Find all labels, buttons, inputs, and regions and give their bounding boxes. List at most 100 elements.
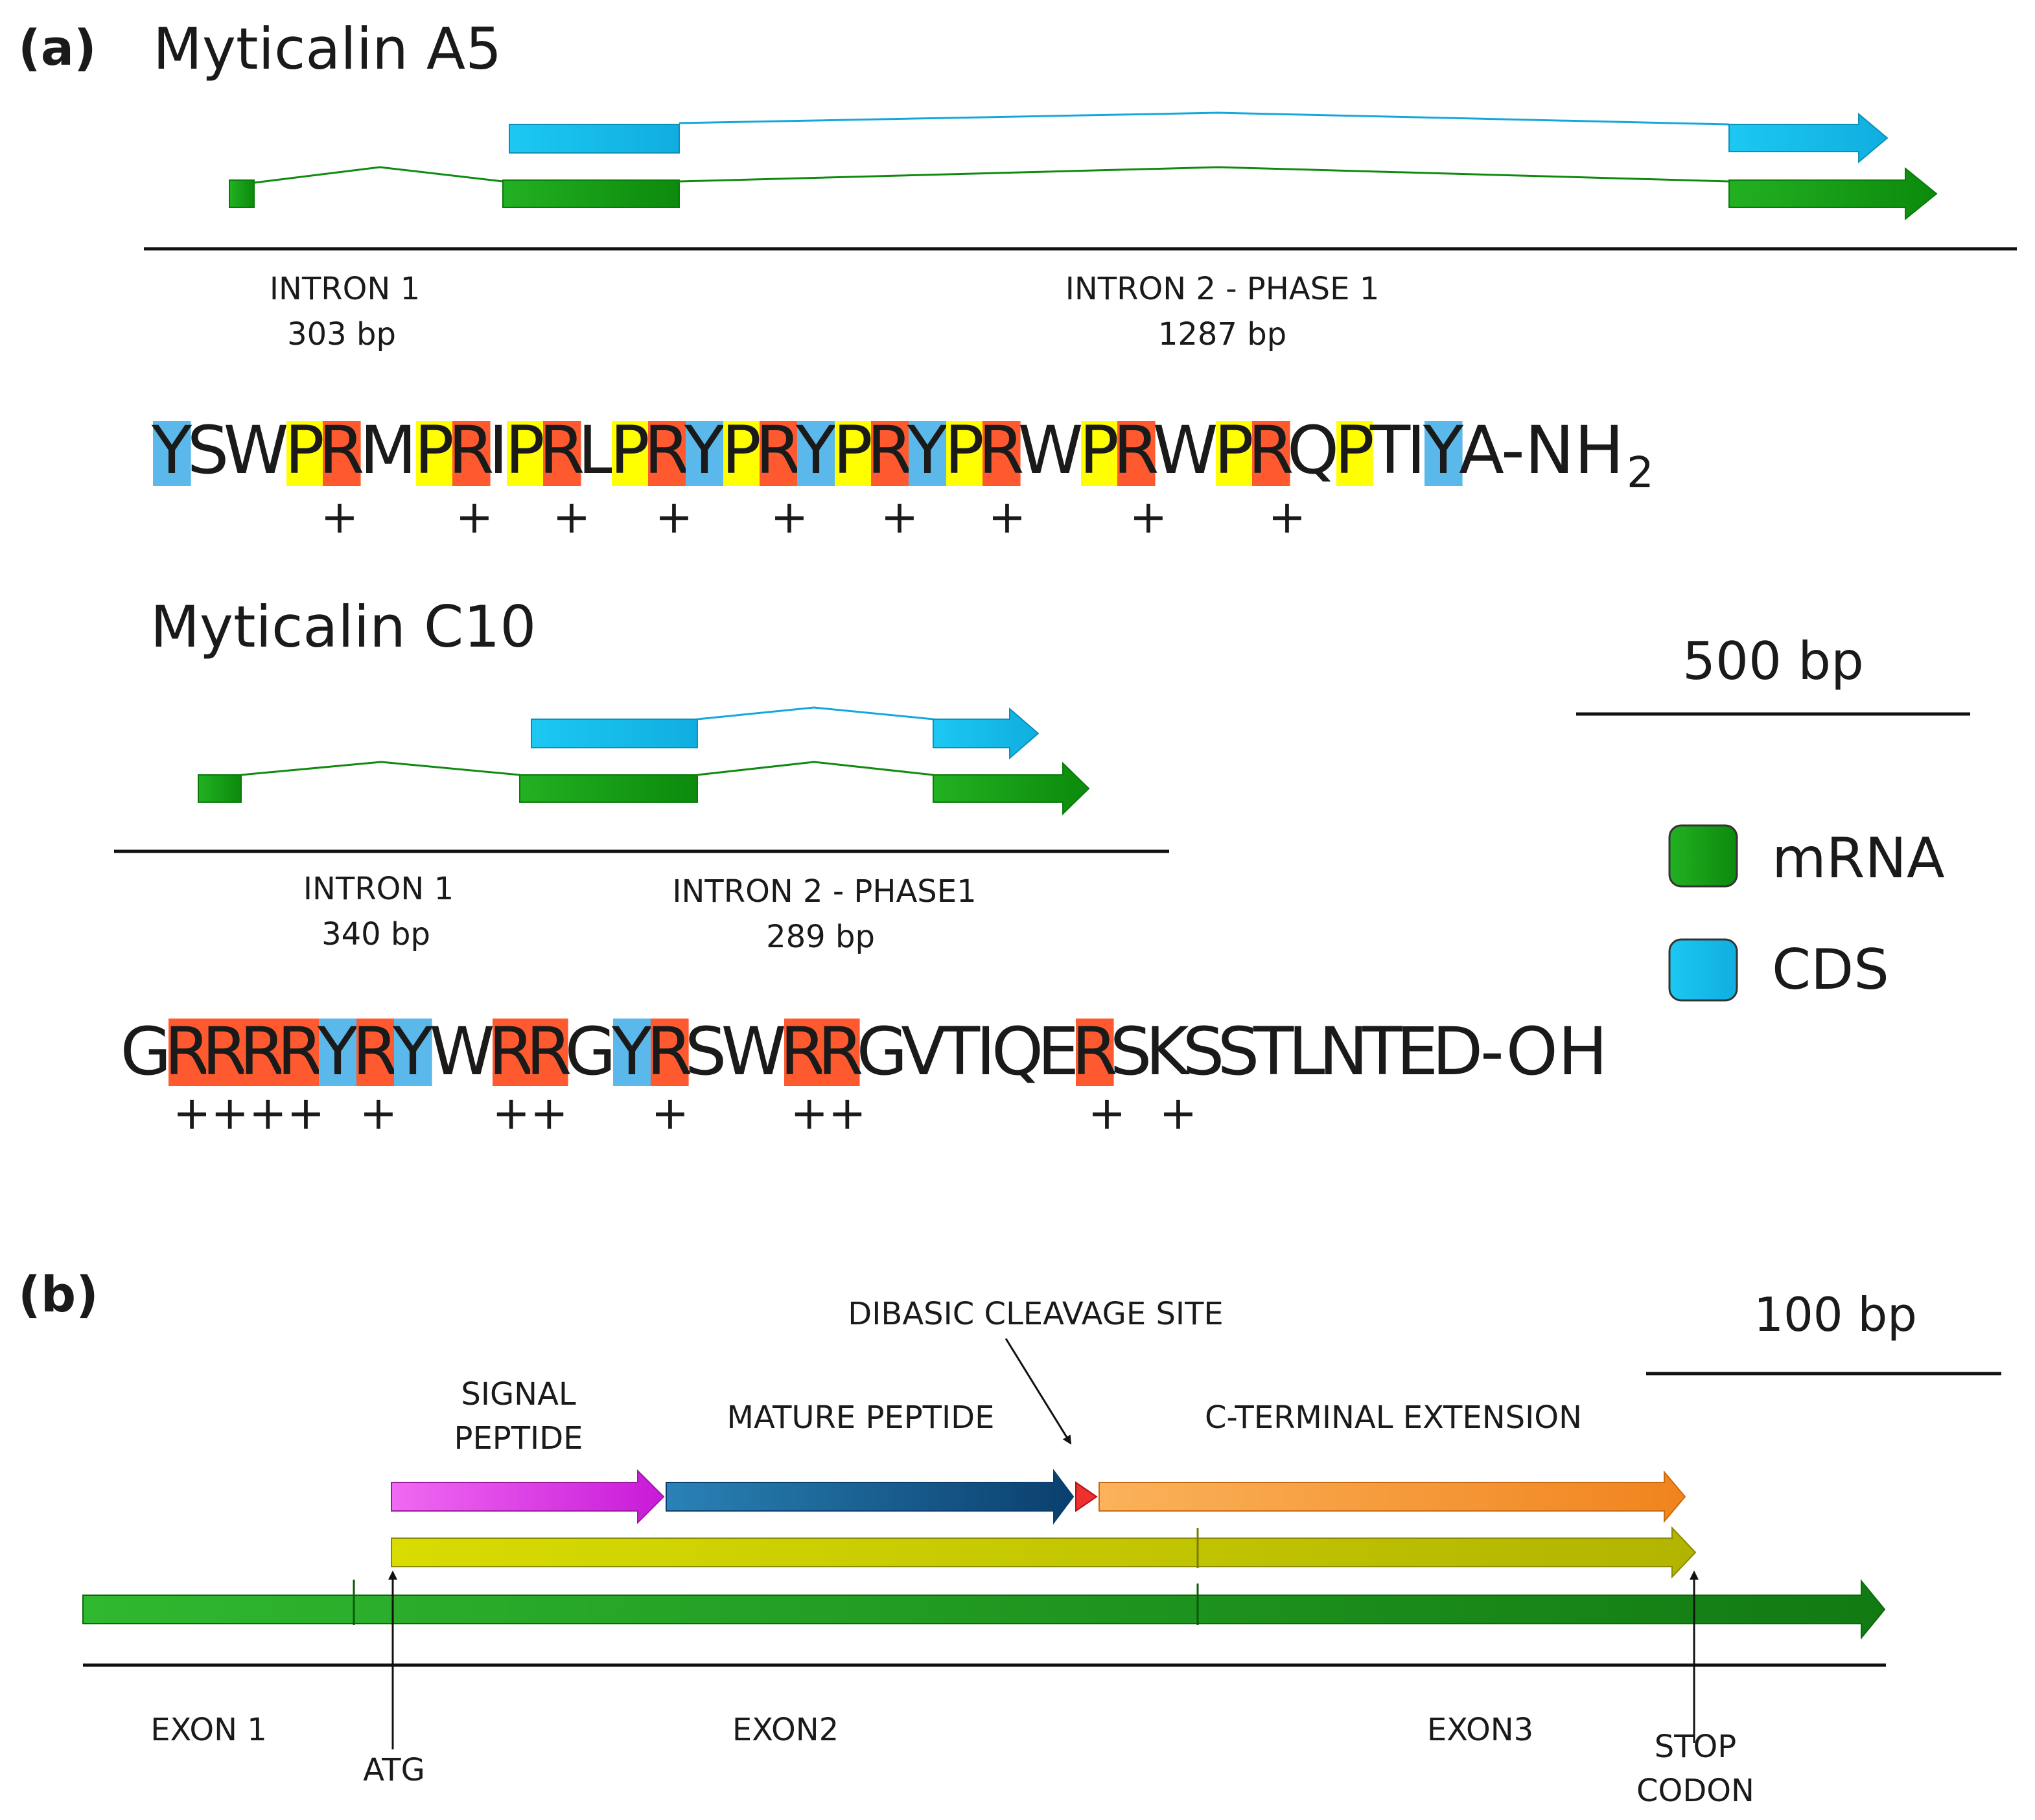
seq1-residue-17: Y xyxy=(795,412,837,489)
c10-charge-1: ++++ xyxy=(173,1087,325,1140)
c10-charge-2: + xyxy=(360,1087,398,1140)
a5-mrna-exon-1 xyxy=(229,179,255,208)
c10-charge-3: ++ xyxy=(492,1087,568,1140)
c10-cds-exon-2 xyxy=(531,719,698,748)
legend-cds-swatch xyxy=(1668,938,1738,1002)
a5-charge-7: + xyxy=(988,490,1027,544)
seq1-residue-34: A xyxy=(1459,412,1504,489)
c10-charge-4: + xyxy=(651,1087,690,1140)
seq2-residue-19: V xyxy=(901,1013,946,1090)
seq2-residue-34: D xyxy=(1432,1013,1483,1090)
seq2-highlight-2 xyxy=(206,1019,244,1086)
seq2-highlight-12 xyxy=(613,1019,651,1086)
seq1-residue-19: R xyxy=(867,412,913,489)
seq1-highlight-14 xyxy=(686,421,724,486)
seq2-residue-4: R xyxy=(277,1013,323,1090)
c10-cds-exon-3-arrow xyxy=(933,707,1040,760)
seq2-residue-32: T xyxy=(1362,1013,1403,1090)
mature-peptide-segment xyxy=(666,1469,1075,1525)
seq2-residue-18: G xyxy=(856,1013,907,1090)
seq2-residue-0: G xyxy=(120,1013,171,1090)
cleavage-site-label: DIBASIC CLEAVAGE SITE xyxy=(848,1296,1223,1332)
a5-charge-1: + xyxy=(321,490,359,544)
mrna-bar xyxy=(82,1579,1886,1640)
c10-charge-6: + xyxy=(1088,1087,1126,1140)
seq2-residue-15: W xyxy=(721,1013,787,1090)
a5-mrna-intron-2-line xyxy=(679,166,1730,183)
seq1-residue-16: R xyxy=(756,412,802,489)
seq2-residue-17: R xyxy=(818,1013,864,1090)
seq2-residue-5: Y xyxy=(317,1013,358,1090)
signal-peptide-label-line1: SIGNAL xyxy=(461,1376,576,1412)
seq1-residue-3: P xyxy=(285,412,325,489)
exon3-label: EXON3 xyxy=(1427,1712,1533,1748)
seq2-residue-33: E xyxy=(1397,1013,1438,1090)
seq2-residue-1: R xyxy=(165,1013,211,1090)
seq2-highlight-3 xyxy=(244,1019,282,1086)
atg-label: ATG xyxy=(363,1752,425,1788)
gene-c10-structure: Myticalin C10 INTRON 1 340 bp INTRON 2 -… xyxy=(114,593,1169,955)
seq1-highlight-19 xyxy=(871,421,909,486)
mature-peptide-label: MATURE PEPTIDE xyxy=(727,1400,995,1436)
seq1-highlight-33 xyxy=(1424,421,1463,486)
a5-cds-intron-line xyxy=(679,111,1730,126)
a5-charge-2: + xyxy=(456,490,494,544)
a5-charge-9: + xyxy=(1268,490,1307,544)
seq1-residue-23: W xyxy=(1018,412,1084,489)
seq1-residue-29: Q xyxy=(1287,412,1339,489)
scale-bar-100bp-label: 100 bp xyxy=(1754,1287,1917,1342)
seq2-residue-27: S xyxy=(1183,1013,1225,1090)
seq1-residue-11: L xyxy=(578,412,615,489)
panel-b-label: (b) xyxy=(18,1265,99,1323)
c10-mrna-exon-3-arrow xyxy=(933,761,1090,816)
gene-a5-structure: Myticalin A5 INTRON 1 303 bp INTRON 2 - … xyxy=(144,16,2017,352)
seq1-residue-27: P xyxy=(1214,412,1254,489)
seq1-highlight-27 xyxy=(1216,421,1253,486)
seq1-highlight-24 xyxy=(1081,421,1118,486)
seq2-residue-3: R xyxy=(240,1013,286,1090)
c10-cds-intron-line xyxy=(697,706,934,720)
seq1-residue-13: R xyxy=(644,412,690,489)
a5-mrna-intron-1-line xyxy=(253,166,504,184)
a5-intron2-name: INTRON 2 - PHASE 1 xyxy=(1065,271,1380,307)
seq1-highlight-0 xyxy=(153,421,191,486)
seq1-residue-14: Y xyxy=(684,412,725,489)
stop-codon-label-line1: STOP xyxy=(1655,1729,1737,1765)
c10-intron1-size: 340 bp xyxy=(321,916,430,952)
seq2-residue-12: Y xyxy=(611,1013,653,1090)
seq2-residue-30: L xyxy=(1288,1013,1325,1090)
seq2-residue-20: T xyxy=(939,1013,981,1090)
cleavage-site-marker xyxy=(1075,1481,1098,1512)
cds-bar xyxy=(391,1526,1697,1579)
seq2-residue-24: R xyxy=(1072,1013,1118,1090)
seq1-highlight-20 xyxy=(909,421,947,486)
seq1-residue-33: Y xyxy=(1423,412,1464,489)
exon2-label: EXON2 xyxy=(732,1712,839,1748)
seq2-residue-31: N xyxy=(1319,1013,1368,1090)
a5-intron2-size: 1287 bp xyxy=(1158,316,1286,352)
seq1-residue-0: Y xyxy=(151,412,192,489)
a5-intron1-size: 303 bp xyxy=(287,316,396,352)
seq1-terminus: -NH xyxy=(1501,412,1624,489)
seq1-residue-7: R xyxy=(448,412,494,489)
signal-peptide-segment xyxy=(391,1469,665,1525)
seq1-highlight-16 xyxy=(760,421,798,486)
seq2-residue-2: R xyxy=(202,1013,248,1090)
seq2-residue-23: E xyxy=(1038,1013,1079,1090)
seq1-residue-1: S xyxy=(187,412,229,489)
seq1-terminus-subscript: 2 xyxy=(1627,448,1654,498)
legend-cds-label: CDS xyxy=(1772,938,1889,1002)
seq1-highlight-18 xyxy=(835,421,872,486)
seq2-residue-6: R xyxy=(353,1013,399,1090)
seq1-residue-12: P xyxy=(610,412,650,489)
seq1-residue-4: R xyxy=(319,412,365,489)
seq2-highlight-4 xyxy=(281,1019,320,1086)
seq2-residue-7: Y xyxy=(392,1013,434,1090)
a5-charge-5: + xyxy=(771,490,809,544)
seq1-highlight-15 xyxy=(723,421,760,486)
seq2-highlight-24 xyxy=(1076,1019,1114,1086)
a5-charge-6: + xyxy=(881,490,919,544)
